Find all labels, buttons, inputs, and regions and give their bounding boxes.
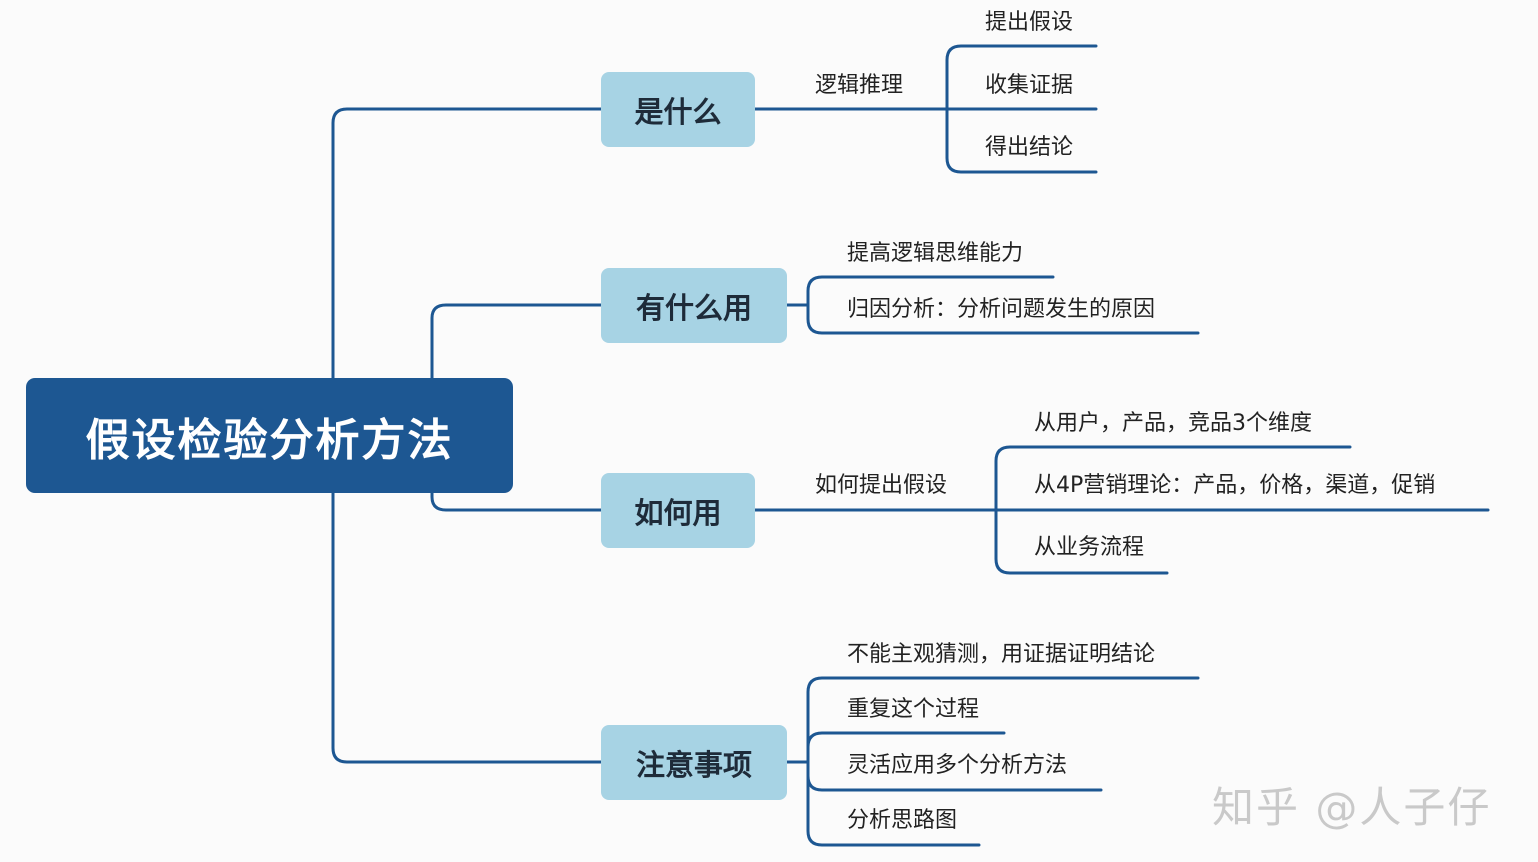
branch-how[interactable]: 如何用 [601,473,755,548]
leaf-business-process[interactable]: 从业务流程 [1034,535,1145,560]
leaf-4p-marketing[interactable]: 从4P营销理论：产品，价格，渠道，促销 [1034,473,1436,498]
leaf-collect-evidence[interactable]: 收集证据 [985,73,1074,98]
leaf-flexible-methods[interactable]: 灵活应用多个分析方法 [847,753,1068,778]
leaf-analysis-map[interactable]: 分析思路图 [847,808,958,833]
branch-use[interactable]: 有什么用 [601,268,787,343]
watermark-text: 知乎 @人子仔 [1212,783,1492,832]
sub-node-how-propose[interactable]: 如何提出假设 [815,473,948,498]
leaf-improve-logic[interactable]: 提高逻辑思维能力 [847,241,1024,266]
leaf-draw-conclusion[interactable]: 得出结论 [985,135,1074,160]
leaf-no-guessing[interactable]: 不能主观猜测，用证据证明结论 [847,642,1156,667]
leaf-three-dimensions[interactable]: 从用户，产品，竞品3个维度 [1034,411,1312,436]
sub-node-logic[interactable]: 逻辑推理 [815,73,904,98]
branch-what[interactable]: 是什么 [601,72,755,147]
branch-notes[interactable]: 注意事项 [601,725,787,800]
leaf-propose-hypothesis[interactable]: 提出假设 [985,10,1074,35]
root-node[interactable]: 假设检验分析方法 [26,378,513,493]
leaf-attribution-analysis[interactable]: 归因分析：分析问题发生的原因 [847,297,1156,322]
leaf-repeat-process[interactable]: 重复这个过程 [847,697,980,722]
